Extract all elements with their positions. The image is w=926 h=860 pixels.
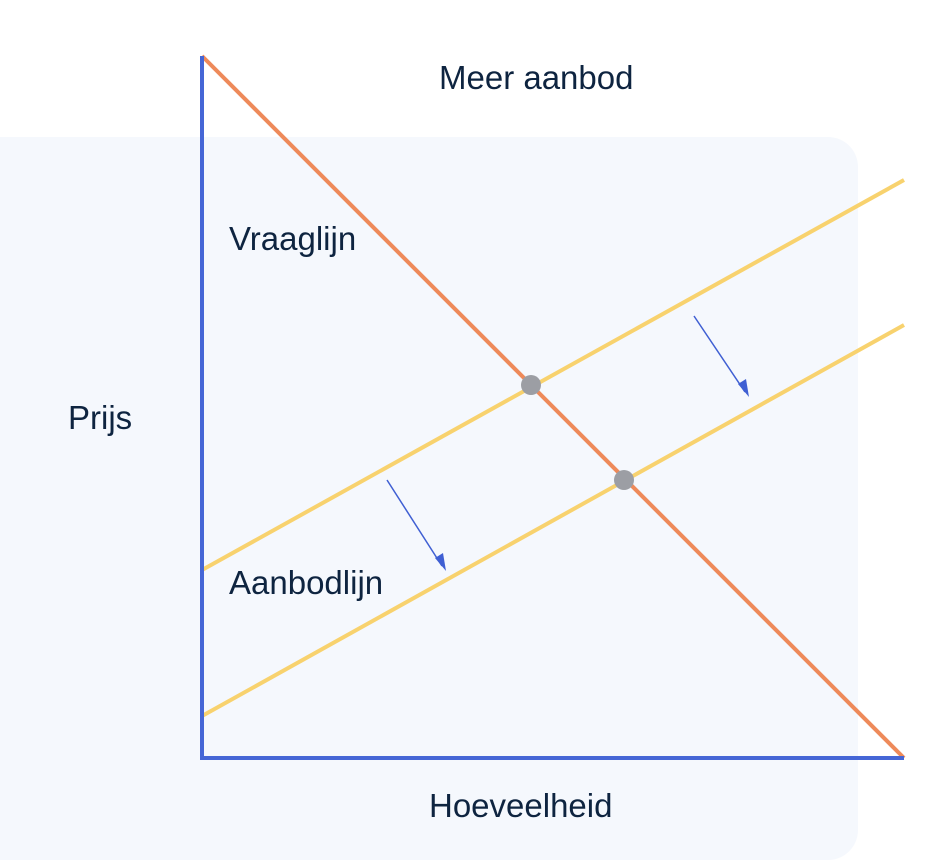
equilibrium-point-original [521, 375, 541, 395]
supply-line-shifted [201, 323, 905, 718]
diagram-title: Meer aanbod [439, 59, 634, 96]
diagram-background-panel [0, 137, 858, 860]
supply-line-label: Aanbodlijn [229, 564, 384, 601]
equilibrium-point-new [614, 470, 634, 490]
demand-line [200, 54, 906, 760]
demand-line-label: Vraaglijn [229, 220, 357, 257]
shift-arrow-icon [693, 315, 749, 397]
shift-arrow-icon [386, 479, 446, 571]
x-axis-label: Hoeveelheid [429, 787, 613, 824]
y-axis-label: Prijs [68, 399, 133, 436]
supply-line-original [201, 178, 905, 572]
